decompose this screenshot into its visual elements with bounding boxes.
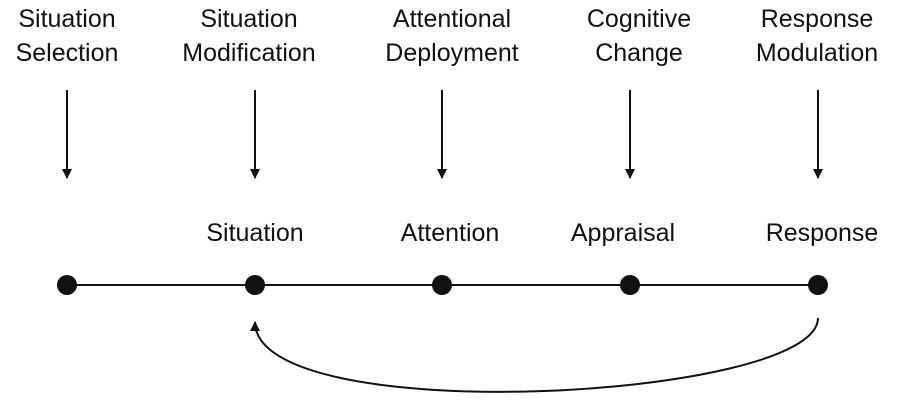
strategy-response-modulation: Response Modulation bbox=[732, 2, 898, 70]
strategy-line1: Response bbox=[760, 5, 874, 33]
strategy-situation-selection: Situation Selection bbox=[0, 2, 152, 70]
strategy-line2: Deployment bbox=[385, 39, 519, 67]
timeline-node-4 bbox=[620, 275, 640, 295]
timeline-node-1 bbox=[57, 275, 77, 295]
strategy-line1: Cognitive bbox=[586, 5, 692, 33]
strategy-line1: Situation bbox=[200, 5, 298, 33]
stage-label-attention: Attention bbox=[400, 219, 500, 247]
strategy-line2: Selection bbox=[15, 39, 119, 67]
stage-label-response: Response bbox=[765, 219, 879, 247]
strategy-line1: Situation bbox=[18, 5, 116, 33]
strategy-line2: Change bbox=[595, 39, 683, 67]
timeline-node-3 bbox=[432, 275, 452, 295]
strategy-line2: Modification bbox=[182, 39, 316, 67]
strategy-line2: Modulation bbox=[755, 39, 879, 67]
feedback-loop-arrow bbox=[250, 317, 819, 393]
strategy-cognitive-change: Cognitive Change bbox=[554, 2, 724, 70]
strategy-line1: Attentional bbox=[392, 5, 512, 33]
timeline-node-5 bbox=[808, 275, 828, 295]
strategy-attentional-deployment: Attentional Deployment bbox=[367, 2, 537, 70]
stage-label-appraisal: Appraisal bbox=[570, 219, 676, 247]
stage-label-situation: Situation bbox=[206, 219, 304, 247]
timeline-node-2 bbox=[245, 275, 265, 295]
strategy-situation-modification: Situation Modification bbox=[164, 2, 334, 70]
